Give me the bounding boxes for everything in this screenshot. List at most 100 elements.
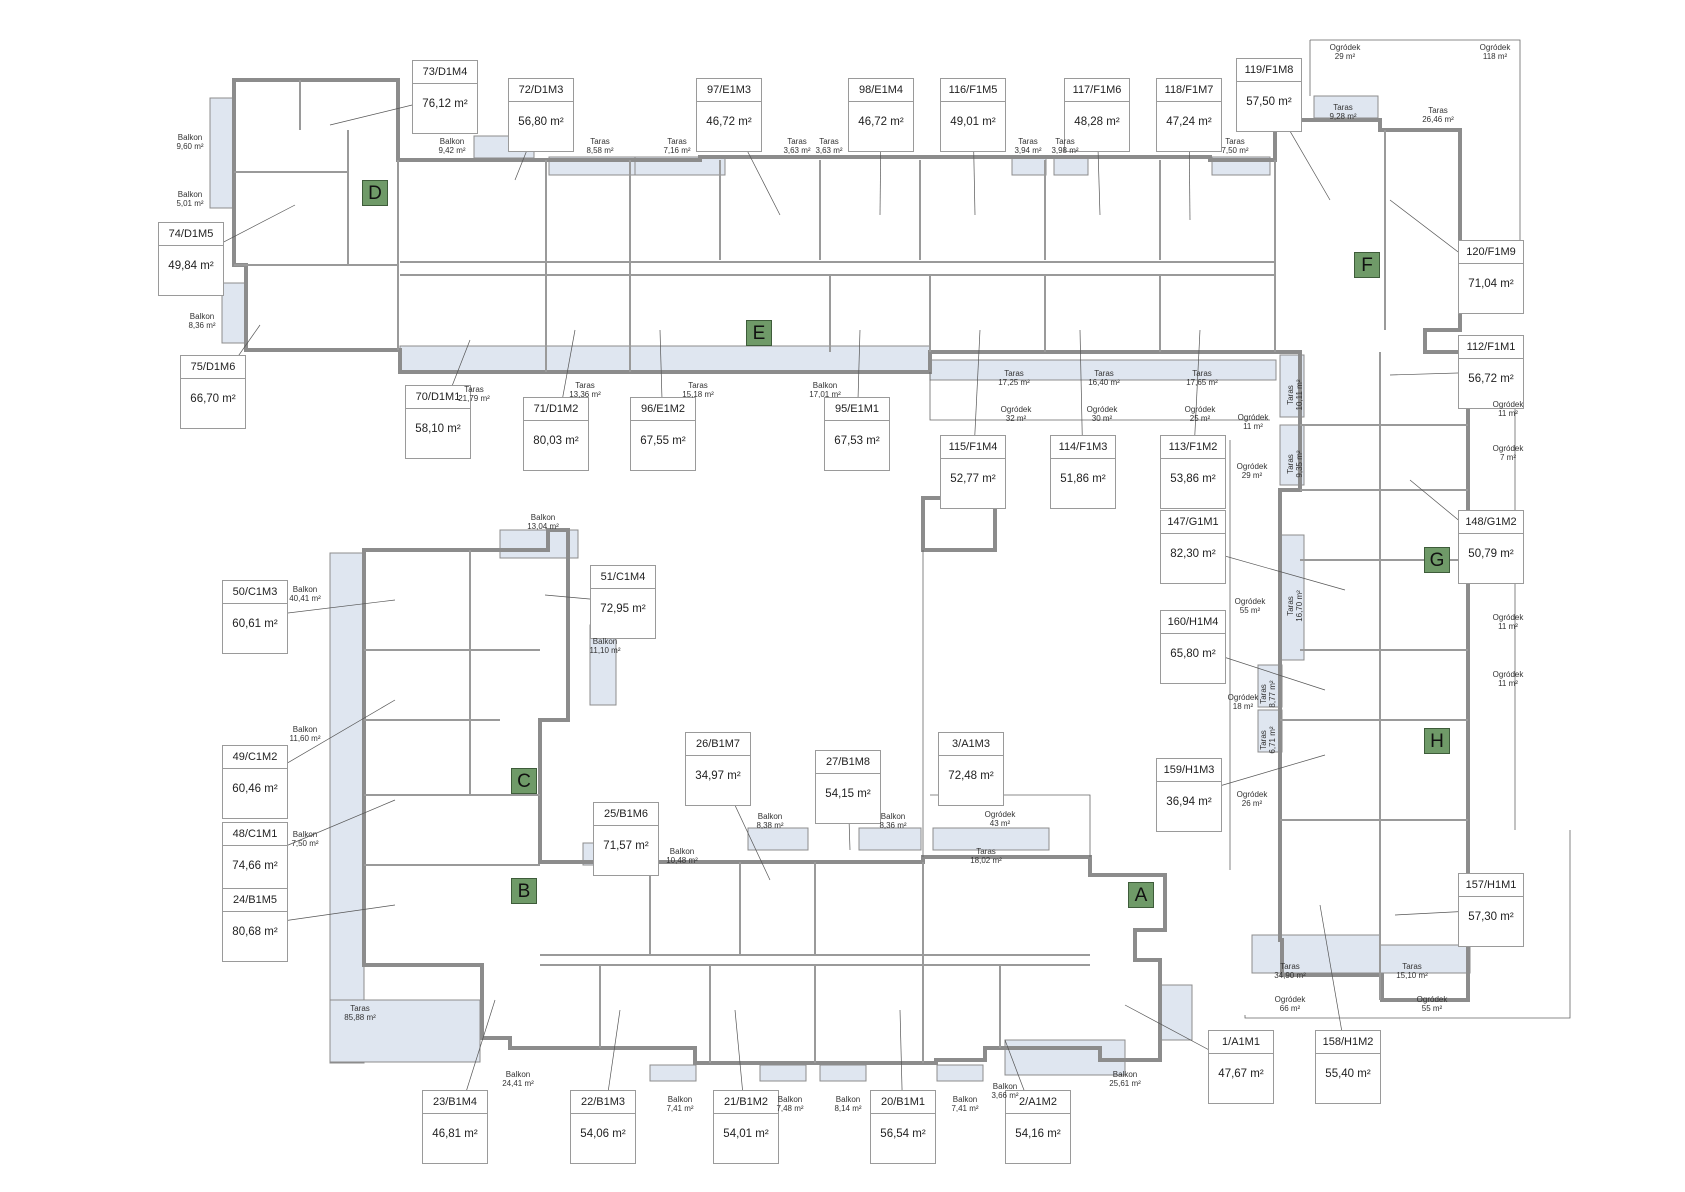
outdoor-type: Ogródek [1236, 790, 1268, 799]
unit-code: 115/F1M4 [941, 436, 1005, 459]
outdoor-area: 25 m² [1189, 414, 1211, 423]
outdoor-type: Balkon [667, 1095, 693, 1104]
outdoor-area: 9,42 m² [438, 146, 466, 155]
unit-code: 3/A1M3 [939, 733, 1003, 756]
unit-code: 71/D1M2 [524, 398, 588, 421]
unit-area: 47,67 m² [1218, 1068, 1264, 1080]
outdoor-area: 11,10 m² [589, 646, 621, 655]
unit-code: 95/E1M1 [825, 398, 889, 421]
outdoor-type: Ogródek [1492, 444, 1524, 453]
unit-area: 57,50 m² [1246, 96, 1292, 108]
outdoor-area: 11 m² [1243, 422, 1263, 431]
unit-area: 48,28 m² [1074, 116, 1120, 128]
outdoor-type: Balkon [992, 1082, 1018, 1091]
outdoor-area: 15,10 m² [1396, 971, 1428, 980]
unit-area: 54,06 m² [580, 1128, 626, 1140]
unit-code: 22/B1M3 [571, 1091, 635, 1114]
outdoor-area: 32 m² [1005, 414, 1027, 423]
unit-area: 47,24 m² [1166, 116, 1212, 128]
staircase-marker: C [511, 768, 537, 794]
unit-code: 48/C1M1 [223, 823, 287, 846]
outdoor-type: Ogródek [1416, 995, 1448, 1004]
unit-code: 27/B1M8 [816, 751, 880, 774]
outdoor-area: 18 m² [1232, 702, 1254, 711]
outdoor-type: Balkon [835, 1095, 861, 1104]
outdoor-type: Taras [976, 847, 996, 856]
outdoor-area: 13,36 m² [569, 390, 601, 399]
unit-code: 114/F1M3 [1051, 436, 1115, 459]
unit-code: 24/B1M5 [223, 889, 287, 912]
outdoor-area: 66 m² [1279, 1004, 1301, 1013]
outdoor-area: 40,41 m² [289, 594, 321, 603]
unit-area: 72,48 m² [948, 770, 994, 782]
unit-area: 74,66 m² [232, 860, 278, 872]
outdoor-type: Taras [688, 381, 708, 390]
outdoor-area: 85,88 m² [344, 1013, 376, 1022]
outdoor-type: Taras [819, 137, 839, 146]
unit-code: 20/B1M1 [871, 1091, 935, 1114]
unit-area: 71,57 m² [603, 840, 649, 852]
outdoor-area: 15,18 m² [682, 390, 714, 399]
unit-code: 157/H1M1 [1459, 874, 1523, 897]
outdoor-area: 55 m² [1421, 1004, 1443, 1013]
outdoor-area: 7 m² [1500, 453, 1516, 462]
outdoor-area: 3,66 m² [991, 1091, 1019, 1100]
outdoor-area: 11 m² [1498, 409, 1518, 418]
unit-area: 80,03 m² [533, 435, 579, 447]
staircase-marker: H [1424, 728, 1450, 754]
outdoor-type: Ogródek [1234, 597, 1266, 606]
unit-area: 56,72 m² [1468, 373, 1514, 385]
outdoor-type: Balkon [292, 585, 318, 594]
unit-code: 21/B1M2 [714, 1091, 778, 1114]
unit-area: 65,80 m² [1170, 648, 1216, 660]
unit-area: 46,72 m² [858, 116, 904, 128]
outdoor-area: 118 m² [1482, 52, 1508, 61]
outdoor-area: 26 m² [1241, 799, 1263, 808]
unit-code: 51/C1M4 [591, 566, 655, 589]
outdoor-type: Balkon [777, 1095, 803, 1104]
unit-area: 56,80 m² [518, 116, 564, 128]
outdoor-type: Ogródek [1184, 405, 1216, 414]
outdoor-type: Taras [1286, 596, 1295, 616]
unit-area: 82,30 m² [1170, 548, 1216, 560]
outdoor-type: Taras [787, 137, 807, 146]
unit-code: 50/C1M3 [223, 581, 287, 604]
unit-area: 36,94 m² [1166, 796, 1212, 808]
unit-code: 97/E1M3 [697, 79, 761, 102]
outdoor-area: 24,41 m² [502, 1079, 534, 1088]
unit-code: 72/D1M3 [509, 79, 573, 102]
